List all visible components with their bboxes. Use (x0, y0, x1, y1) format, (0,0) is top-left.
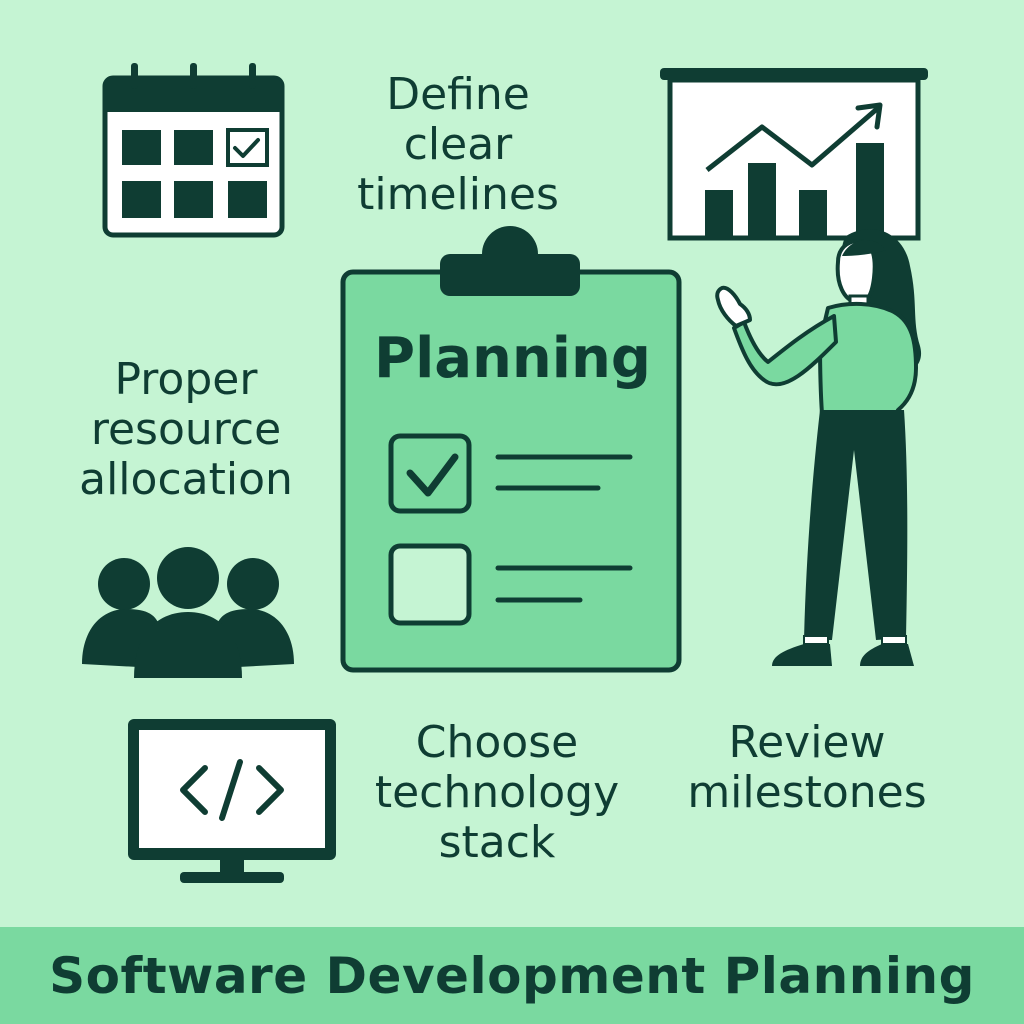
label-line: timelines (357, 169, 559, 220)
label-line: resource (90, 404, 282, 455)
presenter-woman-icon (715, 228, 922, 666)
label-line: technology (374, 767, 620, 818)
footer-banner: Software Development Planning (0, 927, 1024, 1024)
label-define-timelines: Define clear timelines (340, 70, 576, 220)
label-line: milestones (687, 767, 927, 818)
label-line: Choose (415, 717, 579, 768)
team-icon (82, 547, 294, 678)
label-line: Proper (114, 354, 258, 405)
clipboard-icon (340, 226, 682, 673)
footer-title: Software Development Planning (49, 946, 975, 1005)
checklist-item-unchecked (388, 543, 633, 626)
chart-board-icon (660, 68, 928, 241)
label-line: stack (438, 817, 556, 868)
calendar-icon (102, 63, 285, 238)
checklist-item-checked (388, 433, 633, 514)
label-line: Define (386, 69, 530, 120)
clipboard-title: Planning (374, 326, 651, 391)
label-resource-allocation: Proper resource allocation (60, 355, 312, 505)
label-review-milestones: Review milestones (670, 718, 944, 818)
code-monitor-icon (128, 719, 336, 883)
label-technology-stack: Choose technology stack (358, 718, 636, 868)
label-line: allocation (79, 454, 293, 505)
label-line: Review (728, 717, 886, 768)
label-line: clear (403, 119, 513, 170)
